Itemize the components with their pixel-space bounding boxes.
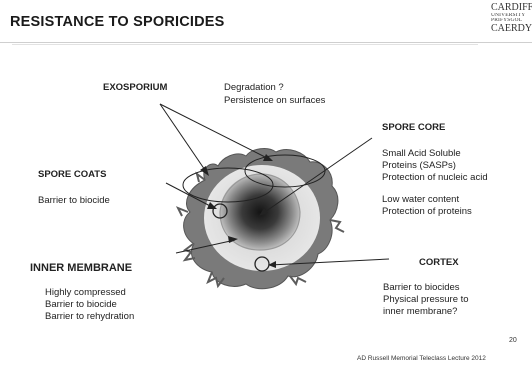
cortex-heading: CORTEX — [419, 257, 459, 269]
cortex-line-3: inner membrane? — [383, 306, 457, 318]
exosporium-line-2: Persistence on surfaces — [224, 95, 325, 107]
spore-core-line-1: Small Acid Soluble — [382, 148, 461, 160]
spore-core-line-2: Proteins (SASPs) — [382, 160, 456, 172]
exosporium-line-1: Degradation ? — [224, 82, 284, 94]
spore-coats-heading: SPORE COATS — [38, 169, 106, 181]
spore-core-heading: SPORE CORE — [382, 122, 445, 134]
exosporium-heading: EXOSPORIUM — [103, 82, 167, 94]
slide-number: 20 — [509, 337, 517, 344]
spore-core-line-3: Protection of nucleic acid — [382, 172, 488, 184]
spore-core-line-4: Low water content — [382, 194, 459, 206]
inner-membrane-line-1: Highly compressed — [45, 287, 126, 299]
exosporium-arrow-right — [160, 104, 271, 160]
slide-footer: AD Russell Memorial Teleclass Lecture 20… — [357, 355, 486, 362]
inner-membrane-line-3: Barrier to rehydration — [45, 311, 134, 323]
exosporium-arrow-left — [160, 104, 207, 173]
spore-coats-line-1: Barrier to biocide — [38, 195, 110, 207]
inner-membrane-line-2: Barrier to biocide — [45, 299, 117, 311]
spore-core-line-5: Protection of proteins — [382, 206, 472, 218]
cortex-line-1: Barrier to biocides — [383, 282, 460, 294]
inner-membrane-heading: INNER MEMBRANE — [30, 262, 132, 274]
cortex-line-2: Physical pressure to — [383, 294, 469, 306]
